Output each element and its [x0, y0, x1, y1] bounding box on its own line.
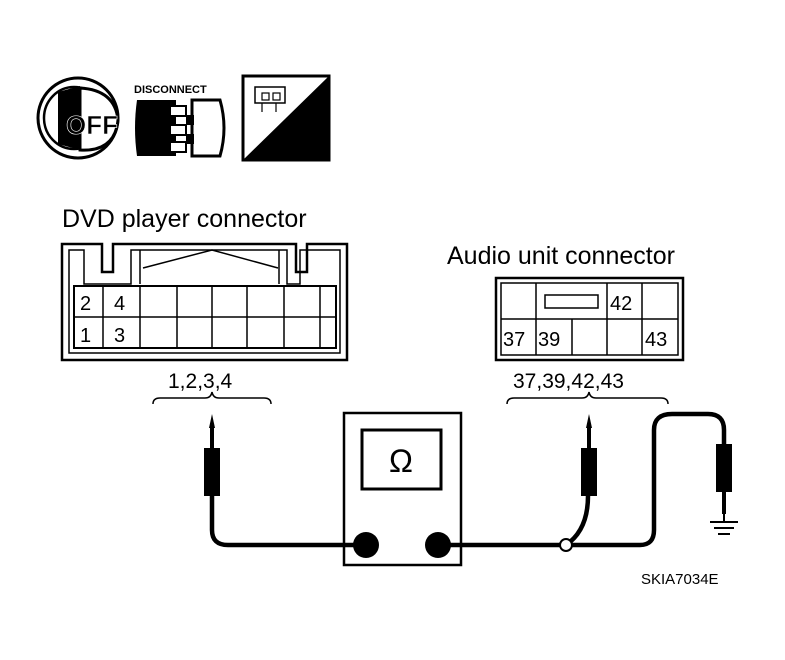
- dvd-pin-1: 1: [80, 325, 91, 347]
- audio-pin-37: 37: [503, 329, 525, 351]
- audio-unit-connector: 42 37 39 43: [494, 276, 685, 362]
- ignition-off-label: OFF: [66, 110, 118, 140]
- audio-connector-title: Audio unit connector: [447, 242, 675, 270]
- dvd-probe-pins: 1,2,3,4: [168, 370, 233, 393]
- audio-pin-43: 43: [645, 329, 667, 351]
- harness-side-label: H.S.: [268, 134, 311, 159]
- dvd-pins-brace: [152, 391, 272, 405]
- middle-probe: [581, 414, 597, 496]
- left-test-lead: [209, 496, 366, 548]
- ground-probe: [716, 444, 732, 522]
- ohmmeter: Ω: [342, 411, 463, 567]
- ground-icon: [710, 521, 738, 535]
- audio-pin-39: 39: [538, 329, 560, 351]
- dvd-pin-2: 2: [80, 293, 91, 315]
- dvd-player-connector: 2 4 1 3: [60, 242, 349, 362]
- audio-pins-brace: [506, 391, 669, 405]
- ohm-symbol: Ω: [389, 443, 413, 479]
- branch-lead: [564, 495, 591, 547]
- figure-code: SKIA7034E: [641, 571, 719, 588]
- dvd-pin-3: 3: [114, 325, 125, 347]
- right-test-lead: [438, 411, 727, 548]
- dvd-pin-4: 4: [114, 293, 125, 315]
- left-probe: [204, 414, 220, 496]
- dvd-connector-title: DVD player connector: [62, 205, 307, 233]
- audio-probe-pins: 37,39,42,43: [513, 370, 624, 393]
- audio-pin-42: 42: [610, 293, 632, 315]
- ignition-off-icon: OFF: [36, 76, 120, 160]
- lead-junction: [559, 538, 573, 552]
- disconnect-icon: DISCONNECT: [134, 84, 226, 158]
- disconnect-label: DISCONNECT: [134, 84, 207, 96]
- harness-side-icon: H.S.: [241, 74, 331, 162]
